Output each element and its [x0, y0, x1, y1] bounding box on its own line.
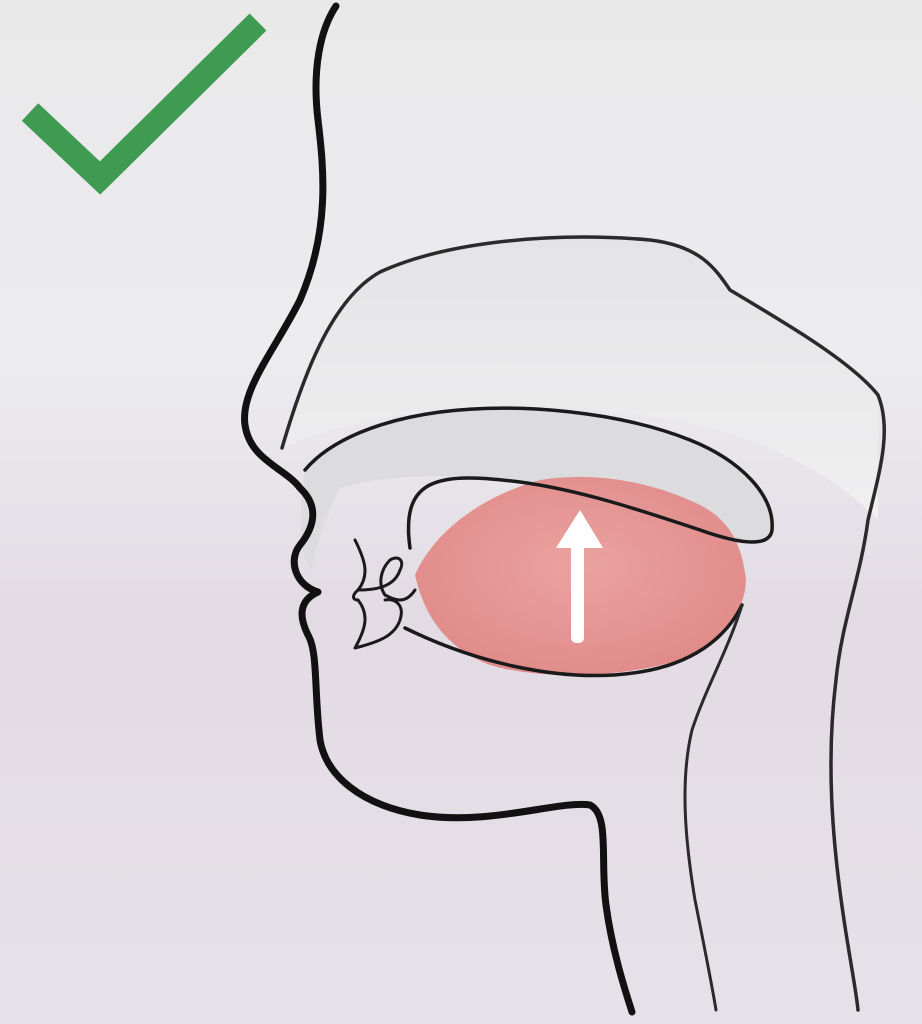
nasal-cavity: [280, 237, 878, 520]
arrow-up-icon: [556, 510, 603, 643]
throat-outline: [683, 603, 744, 1012]
checkmark-icon: [21, 13, 267, 195]
upper-palate: [300, 408, 773, 570]
palate-outline: [303, 406, 774, 550]
lips: [352, 538, 417, 650]
face-profile-outline: [241, 2, 636, 1016]
lower-mouth-outline: [403, 603, 744, 678]
nasal-cavity-outline: [280, 235, 887, 1012]
